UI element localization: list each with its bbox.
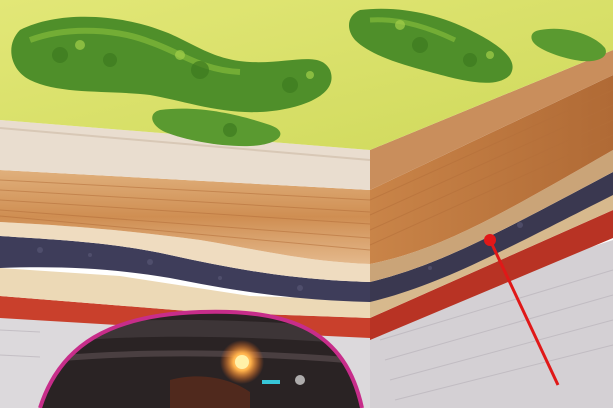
miner-reflector [262, 380, 280, 384]
miner-lamp [235, 355, 249, 369]
pointer-dot [484, 234, 496, 246]
